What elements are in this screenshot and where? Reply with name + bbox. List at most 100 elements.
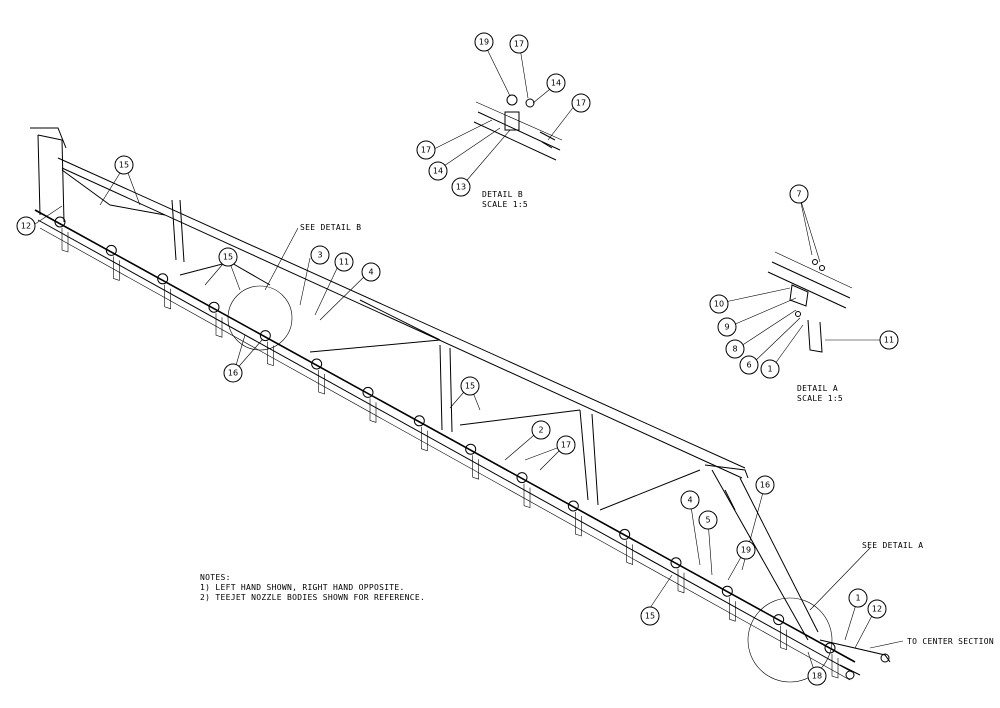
nozzle-body: [311, 358, 323, 370]
callout-detail-a-1: 1: [760, 359, 780, 379]
nozzle-drop: [164, 284, 171, 310]
detail-a-drawing: [724, 197, 882, 369]
callout-detail-a-9: 9: [717, 317, 737, 337]
nozzle-body: [157, 273, 169, 285]
nozzle-drop: [318, 370, 325, 395]
svg-text:4: 4: [687, 496, 692, 505]
svg-text:8: 8: [732, 345, 737, 354]
nozzle-drop: [215, 313, 223, 338]
svg-text:14: 14: [433, 167, 443, 176]
callout-5: 5: [698, 510, 718, 530]
svg-text:14: 14: [551, 79, 561, 88]
callout-detail-b-13: 13: [451, 177, 471, 197]
nozzle-body: [413, 415, 425, 427]
notes-title: NOTES:: [200, 573, 231, 582]
detail-a-circle: [747, 597, 833, 683]
callout-18: 18: [807, 666, 827, 686]
svg-text:6: 6: [746, 361, 751, 370]
svg-text:13: 13: [456, 183, 466, 192]
svg-text:17: 17: [561, 441, 571, 450]
callout-17-a: 17: [556, 435, 576, 455]
see-detail-a-label: SEE DETAIL A: [862, 541, 923, 550]
svg-text:15: 15: [645, 612, 655, 621]
callout-detail-a-8: 8: [725, 339, 745, 359]
nozzle-drop: [113, 256, 120, 281]
note-2: 2) TEEJET NOZZLE BODIES SHOWN FOR REFERE…: [200, 593, 425, 602]
callout-4-a: 4: [361, 262, 381, 282]
nozzle-body: [670, 557, 682, 569]
callout-12-inner: 12: [867, 599, 887, 619]
leader-lines: [34, 164, 904, 674]
nozzle-body: [721, 585, 733, 597]
svg-text:15: 15: [119, 161, 129, 170]
svg-text:4: 4: [368, 268, 373, 277]
callout-detail-a-11: 11: [879, 330, 899, 350]
svg-text:17: 17: [514, 40, 524, 49]
svg-text:5: 5: [705, 516, 710, 525]
callout-detail-b-17-right: 17: [571, 93, 591, 113]
svg-text:11: 11: [884, 336, 894, 345]
detail-b-scale: SCALE 1:5: [482, 200, 528, 209]
svg-text:1: 1: [767, 365, 772, 374]
callout-detail-a-6: 6: [739, 355, 759, 375]
nozzle-drop: [575, 512, 582, 537]
svg-text:11: 11: [339, 258, 349, 267]
callout-15-b: 15: [218, 247, 238, 267]
detail-b-circle: [227, 285, 293, 351]
callout-2: 2: [531, 420, 551, 440]
svg-text:16: 16: [760, 481, 770, 490]
svg-text:12: 12: [872, 605, 882, 614]
nozzle-body: [362, 386, 374, 398]
detail-b-title: DETAIL B: [482, 190, 523, 199]
nozzle-body: [105, 244, 117, 256]
nozzle-drop: [729, 597, 736, 622]
callout-detail-b-17-top: 17: [509, 34, 529, 54]
nozzle-drop: [472, 455, 479, 480]
nozzle-drop: [421, 426, 428, 452]
callout-detail-b-14-left: 14: [428, 161, 448, 181]
callout-11-a: 11: [334, 252, 354, 272]
nozzle-drop: [523, 483, 531, 509]
see-detail-b-label: SEE DETAIL B: [300, 223, 361, 232]
svg-text:3: 3: [317, 251, 322, 260]
nozzle-drop: [780, 625, 787, 651]
svg-text:2: 2: [538, 426, 543, 435]
svg-text:16: 16: [228, 369, 238, 378]
callout-16-b: 16: [755, 475, 775, 495]
callout-15-c: 15: [460, 376, 480, 396]
svg-text:17: 17: [576, 99, 586, 108]
boom-frame: [30, 127, 891, 681]
nozzle-drop: [61, 228, 69, 253]
callout-1-a: 1: [848, 588, 868, 608]
svg-text:12: 12: [21, 222, 31, 231]
callout-15-a: 15: [114, 155, 134, 175]
svg-text:19: 19: [479, 38, 489, 47]
nozzle-drop: [831, 654, 839, 679]
nozzle-body: [619, 528, 631, 540]
nozzle-body: [208, 301, 220, 313]
callout-12-outer: 12: [16, 216, 36, 236]
callout-15-d: 15: [640, 606, 660, 626]
svg-text:19: 19: [741, 546, 751, 555]
nozzle-body: [54, 216, 66, 228]
callout-4-b: 4: [680, 490, 700, 510]
nozzle-body: [567, 500, 579, 512]
svg-text:1: 1: [855, 594, 860, 603]
to-center-section-label: TO CENTER SECTION: [907, 637, 994, 646]
callout-detail-b-17-left: 17: [416, 140, 436, 160]
nozzle-body: [259, 330, 271, 342]
callout-detail-b-19: 19: [474, 32, 494, 52]
nozzle-drop: [267, 341, 274, 367]
svg-text:15: 15: [223, 253, 233, 262]
note-1: 1) LEFT HAND SHOWN, RIGHT HAND OPPOSITE.: [200, 583, 405, 592]
detail-b-drawing: [431, 44, 576, 187]
callout-detail-a-10: 10: [709, 294, 729, 314]
nozzle-body: [773, 614, 785, 626]
svg-text:7: 7: [796, 190, 801, 199]
svg-text:18: 18: [812, 672, 822, 681]
svg-text:15: 15: [465, 382, 475, 391]
nozzle-bodies: [54, 216, 839, 679]
nozzle-body: [465, 443, 477, 455]
